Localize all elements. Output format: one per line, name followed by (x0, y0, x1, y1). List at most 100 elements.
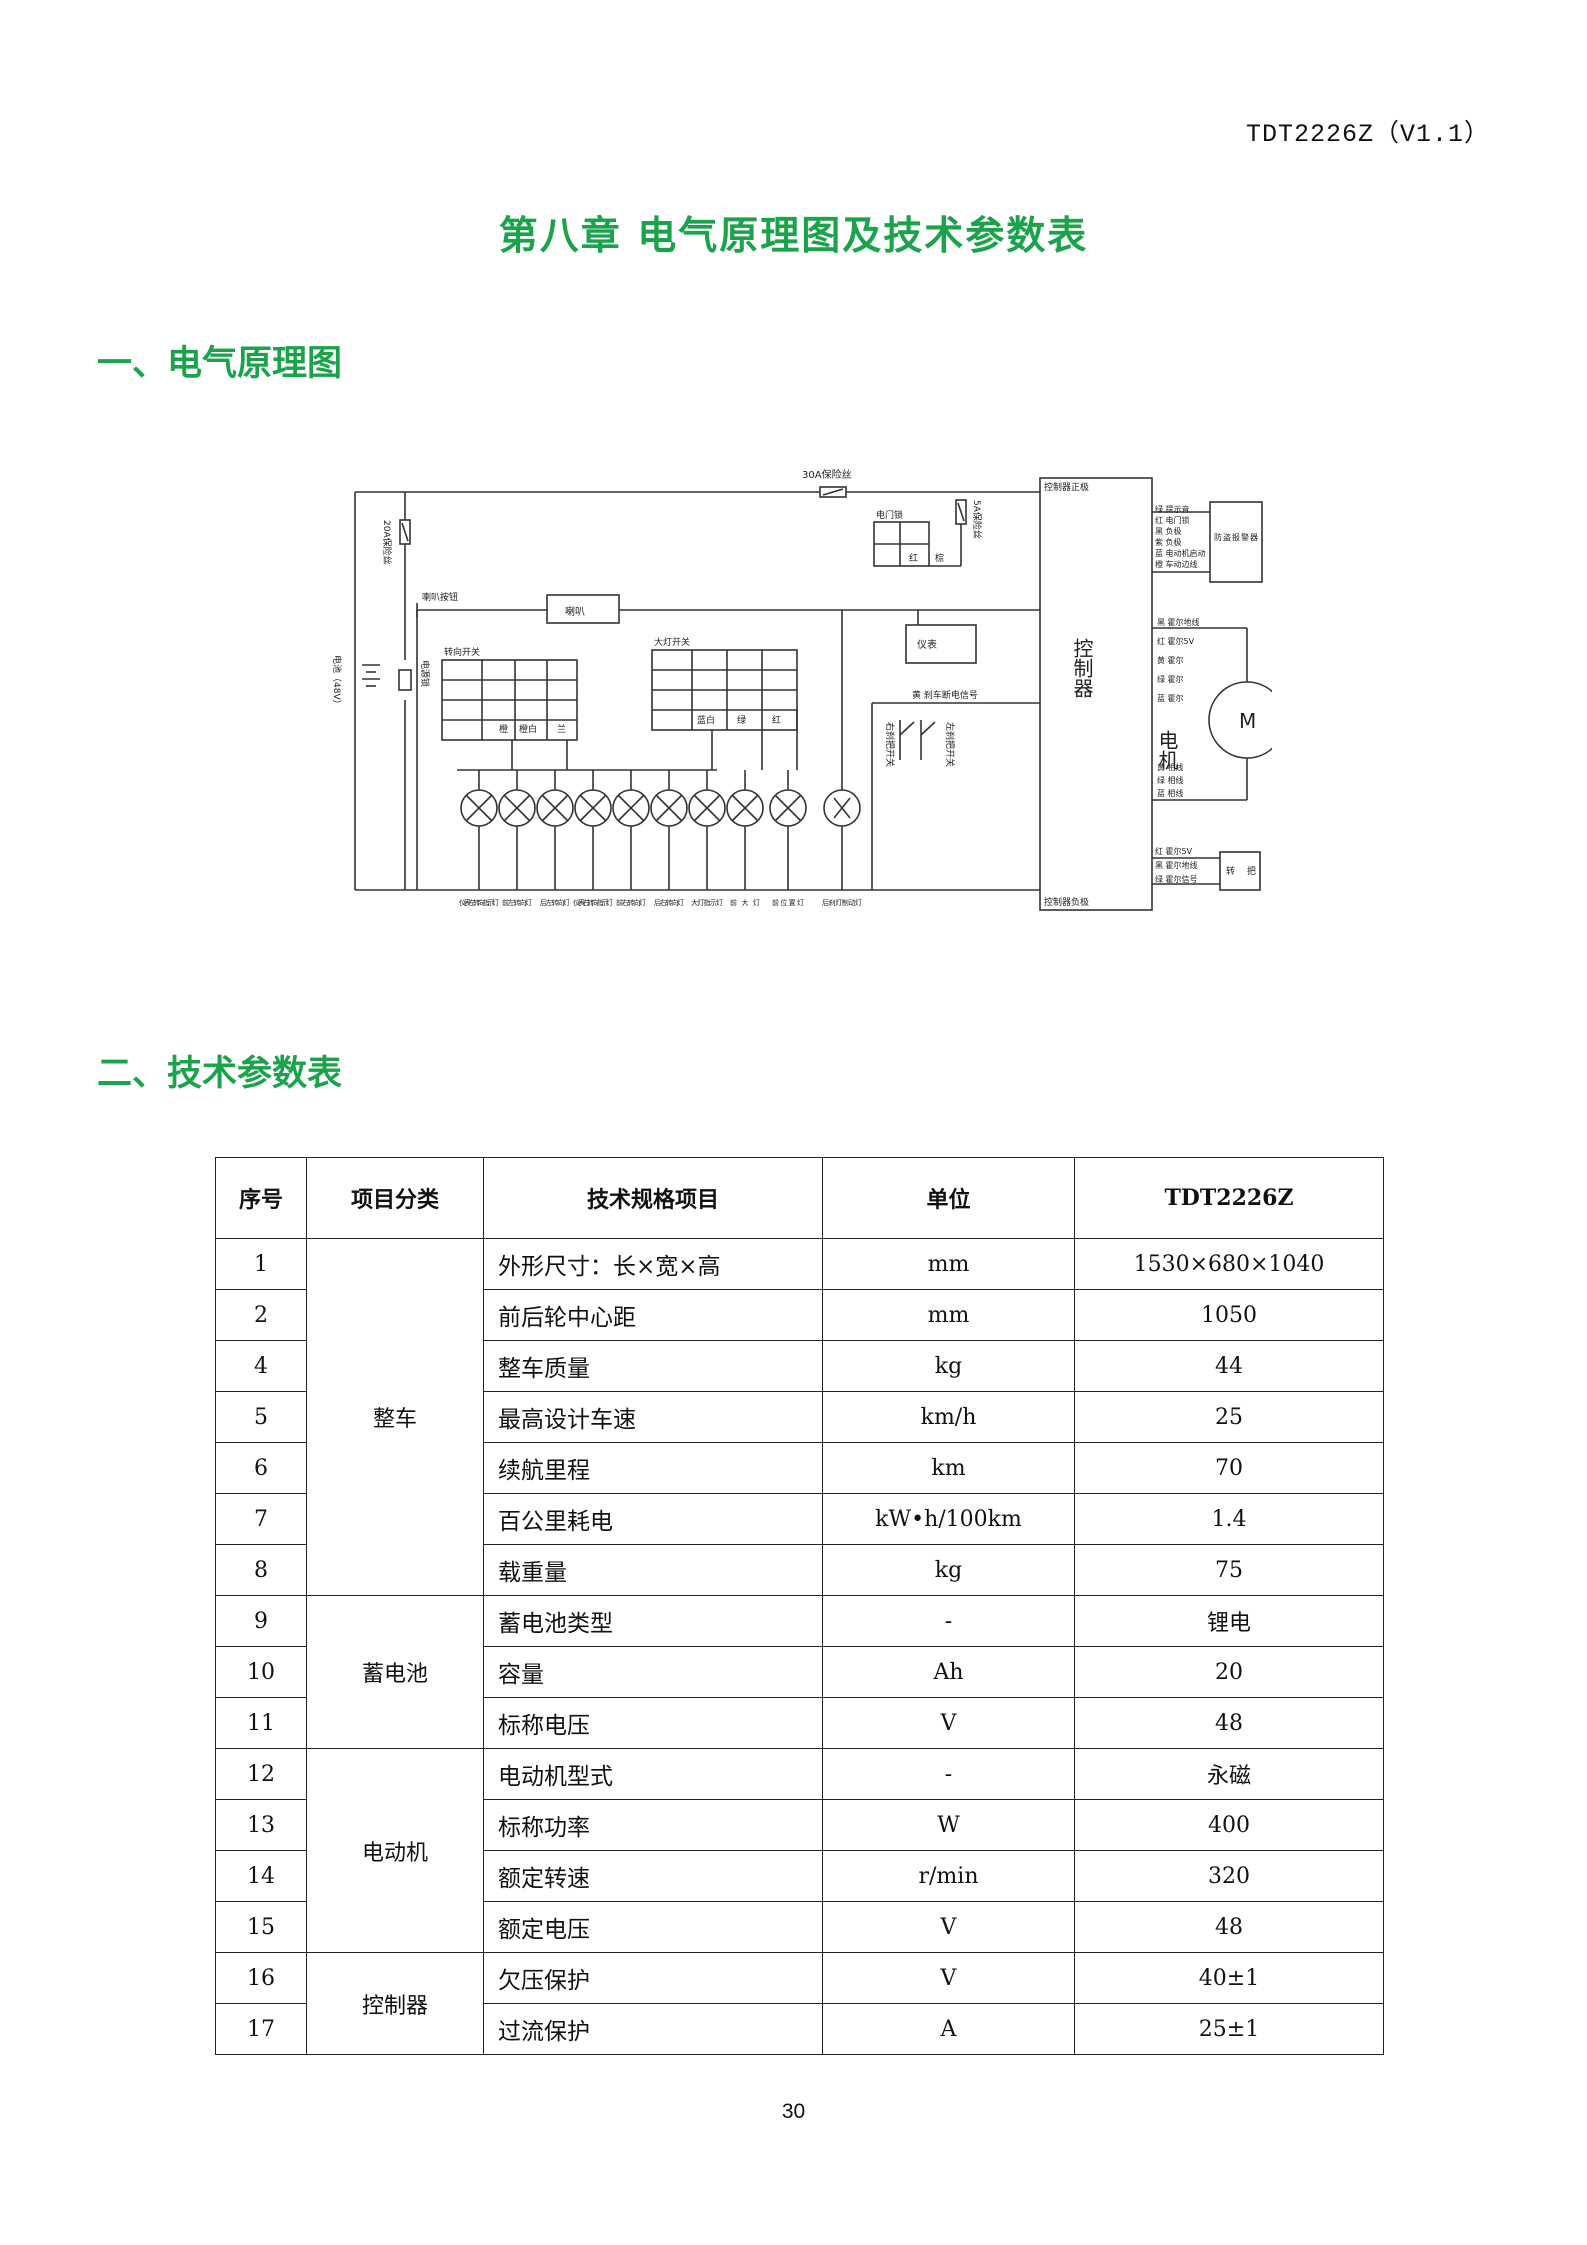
handlebar-wire-0: 红 霍尔5V (1155, 846, 1193, 856)
row-number: 7 (215, 1493, 307, 1545)
motor-wire-top-4: 蓝 霍尔 (1157, 693, 1184, 703)
row-number: 10 (215, 1646, 307, 1698)
category-cell: 整车 (306, 1238, 484, 1596)
spec-value: 70 (1074, 1442, 1384, 1494)
row-number: 15 (215, 1901, 307, 1953)
power-lock-label: 电源锁 (419, 660, 431, 687)
motor-symbol: M (1239, 709, 1256, 733)
light-switch-col-0: 蓝白 (697, 714, 715, 726)
row-number: 11 (215, 1697, 307, 1749)
spec-value: 48 (1074, 1901, 1384, 1953)
spec-unit: Ah (822, 1646, 1075, 1698)
spec-value: 25±1 (1074, 2003, 1384, 2055)
spec-unit: - (822, 1595, 1075, 1647)
lamp-label-9: 后刹灯制动灯 (822, 898, 862, 907)
motor-wire-bottom-0: 黄 相线 (1157, 762, 1184, 772)
spec-value: 400 (1074, 1799, 1384, 1851)
alarm-wire-5: 橙 车动边线 (1155, 559, 1198, 569)
right-brake-switch-label: 右刹把开关 (884, 722, 896, 767)
lamp-label-6: 大灯指示灯 (691, 898, 723, 907)
motor-wire-top-1: 红 霍尔5V (1157, 636, 1195, 646)
row-number: 6 (215, 1442, 307, 1494)
spec-item: 欠压保护 (483, 1952, 823, 2004)
spec-item: 续航里程 (483, 1442, 823, 1494)
spec-unit: kW•h/100km (822, 1493, 1075, 1545)
turn-switch-col-0: 橙 (499, 723, 508, 735)
spec-item: 标称电压 (483, 1697, 823, 1749)
lamp-label-5: 后右转向灯 (654, 898, 684, 907)
row-number: 2 (215, 1289, 307, 1341)
lamp-label-1: 前左转向灯 (502, 898, 532, 907)
row-number: 16 (215, 1952, 307, 2004)
table-row: 8 载重量 kg 75 (215, 1544, 1384, 1596)
alarm-wire-1: 红 电门锁 (1155, 515, 1190, 525)
spec-value: 40±1 (1074, 1952, 1384, 2004)
alarm-wire-2: 黑 负极 (1155, 526, 1182, 536)
lamp-label-0: 仪表左转向指示灯 (459, 898, 499, 907)
motor-wire-top-3: 绿 霍尔 (1157, 674, 1184, 684)
table-row: 11 标称电压 V 48 (215, 1697, 1384, 1749)
brake-signal-label: 黄 刹车断电信号 (912, 689, 978, 701)
spec-unit: V (822, 1901, 1075, 1953)
controller-positive-label: 控制器正极 (1044, 481, 1089, 493)
row-number: 1 (215, 1238, 307, 1290)
table-row: 1 整车 外形尺寸：长×宽×高 mm 1530×680×1040 (215, 1238, 1384, 1596)
door-lock-red-label: 红 (909, 552, 918, 564)
lamp-label-7: 前大灯 (730, 898, 760, 907)
spec-value: 320 (1074, 1850, 1384, 1902)
spec-item: 蓄电池类型 (483, 1595, 823, 1647)
spec-unit: km (822, 1442, 1075, 1494)
column-header: TDT2226Z (1074, 1157, 1384, 1239)
table-row: 2 前后轮中心距 mm 1050 (215, 1289, 1384, 1341)
table-row: 15 额定电压 V 48 (215, 1901, 1384, 1953)
document-code: TDT2226Z（V1.1） (1245, 120, 1490, 149)
table-row: 13 标称功率 W 400 (215, 1799, 1384, 1851)
section-title-specs: 二、技术参数表 (97, 1054, 343, 1094)
table-row: 9 蓄电池 蓄电池类型 - 锂电 (215, 1595, 1384, 1749)
controller-label: 控制器 (1070, 638, 1094, 698)
table-header-row: 序号 项目分类 技术规格项目 单位 TDT2226Z (215, 1157, 1384, 1239)
turn-switch-label: 转向开关 (444, 646, 480, 658)
table-row: 12 电动机 电动机型式 - 永磁 (215, 1748, 1384, 1953)
spec-value: 锂电 (1074, 1595, 1384, 1647)
motor-wire-bottom-1: 绿 相线 (1157, 775, 1184, 785)
motor-wire-bottom-2: 蓝 相线 (1157, 788, 1184, 798)
spec-unit: mm (822, 1289, 1075, 1341)
alarm-wire-0: 绿 提示音 (1155, 504, 1190, 514)
spec-unit: - (822, 1748, 1075, 1800)
table-row: 17 过流保护 A 25±1 (215, 2003, 1384, 2055)
controller-negative-label: 控制器负极 (1044, 896, 1089, 908)
spec-value: 永磁 (1074, 1748, 1384, 1800)
lamp-label-4: 前右转向灯 (616, 898, 646, 907)
turn-switch-col-2: 兰 (557, 723, 566, 735)
horn-label: 喇叭 (565, 606, 585, 618)
spec-item: 电动机型式 (483, 1748, 823, 1800)
motor-wire-top-2: 黄 霍尔 (1157, 655, 1184, 665)
meter-label: 仪表 (917, 638, 937, 651)
row-number: 8 (215, 1544, 307, 1596)
category-cell: 蓄电池 (306, 1595, 484, 1749)
door-lock-label: 电门锁 (876, 509, 903, 521)
fuse-20a-label: 20A保险丝 (381, 520, 393, 565)
spec-item: 过流保护 (483, 2003, 823, 2055)
spec-item: 标称功率 (483, 1799, 823, 1851)
table-row: 4 整车质量 kg 44 (215, 1340, 1384, 1392)
row-number: 13 (215, 1799, 307, 1851)
left-brake-switch-label: 左刹把开关 (944, 722, 956, 767)
table-row: 10 容量 Ah 20 (215, 1646, 1384, 1698)
spec-value: 1530×680×1040 (1074, 1238, 1384, 1290)
alarm-wire-3: 紫 负极 (1155, 537, 1182, 547)
spec-item: 最高设计车速 (483, 1391, 823, 1443)
spec-value: 25 (1074, 1391, 1384, 1443)
spec-value: 20 (1074, 1646, 1384, 1698)
spec-unit: r/min (822, 1850, 1075, 1902)
spec-value: 1.4 (1074, 1493, 1384, 1545)
column-header: 单位 (822, 1157, 1075, 1239)
handlebar-wire-1: 黑 霍尔地线 (1155, 860, 1198, 870)
spec-value: 44 (1074, 1340, 1384, 1392)
row-number: 14 (215, 1850, 307, 1902)
spec-unit: mm (822, 1238, 1075, 1290)
electrical-schematic: 30A保险丝 20A保险丝 5A保险丝 电池（48V） 电源锁 喇叭按钮 喇叭 … (331, 468, 1272, 911)
table-row: 5 最高设计车速 km/h 25 (215, 1391, 1384, 1443)
light-switch-col-2: 红 (772, 714, 781, 726)
